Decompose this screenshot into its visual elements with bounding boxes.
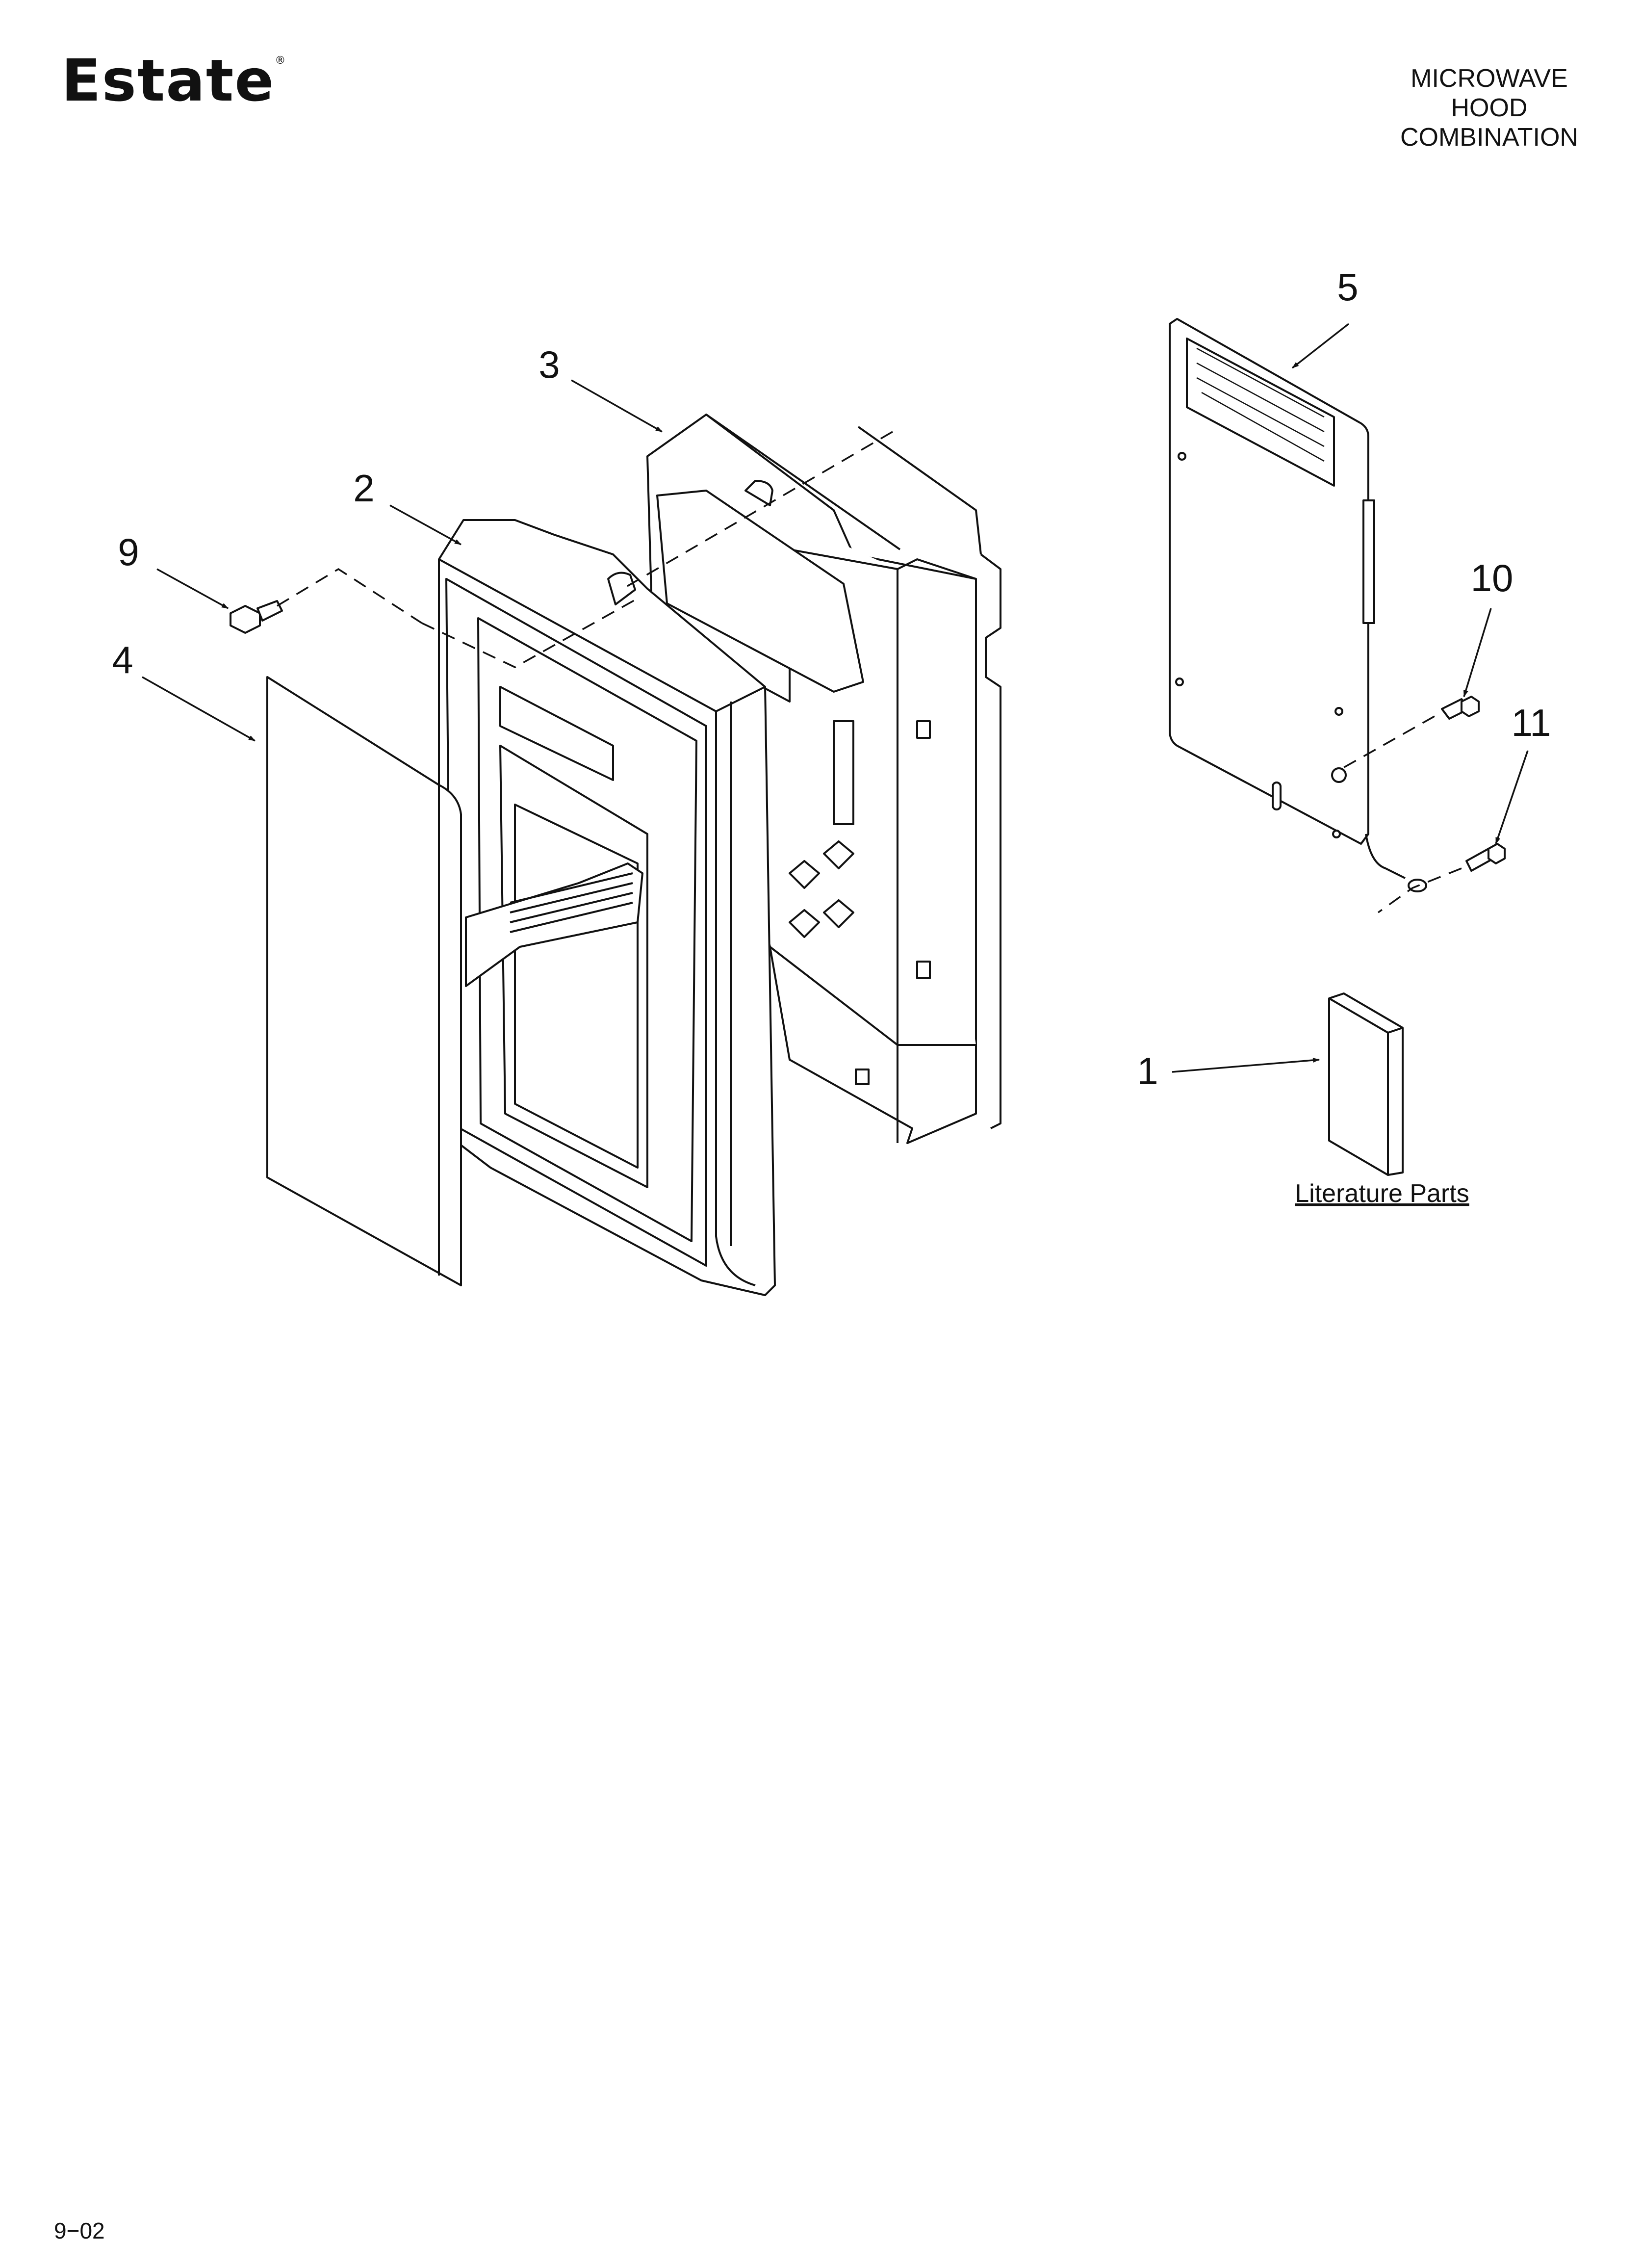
callout-5: 5	[1337, 265, 1358, 309]
registered-mark: ®	[275, 54, 287, 67]
screw-part-11	[1408, 843, 1506, 892]
control-housing-part	[646, 414, 1001, 1144]
callout-leaders	[142, 323, 1529, 1073]
brand-logo: Estate®	[61, 52, 286, 109]
title-line-1: MICROWAVE	[1411, 64, 1568, 93]
callout-1: 1	[1137, 1049, 1158, 1093]
brand-name: Estate	[61, 47, 275, 114]
callout-2: 2	[353, 467, 374, 510]
callout-9: 9	[118, 530, 139, 574]
callout-4: 4	[112, 638, 133, 681]
page-code: 9−02	[54, 2218, 105, 2243]
screw-part-10	[1441, 696, 1480, 720]
title-line-3: COMBINATION	[1400, 123, 1578, 152]
callout-11: 11	[1512, 701, 1551, 744]
screw-part-9	[230, 600, 283, 634]
title-line-2: HOOD	[1451, 94, 1528, 122]
literature-part	[1328, 992, 1404, 1176]
literature-parts-label: Literature Parts	[1295, 1179, 1469, 1208]
callout-10: 10	[1471, 556, 1514, 600]
callout-3: 3	[539, 343, 560, 386]
assembly-lines	[277, 431, 1462, 913]
control-board-part	[1169, 318, 1406, 879]
overlay-sheet-part	[266, 676, 462, 1286]
product-title: MICROWAVE HOOD COMBINATION	[1400, 64, 1578, 152]
front-panel-frame-part	[438, 519, 776, 1296]
